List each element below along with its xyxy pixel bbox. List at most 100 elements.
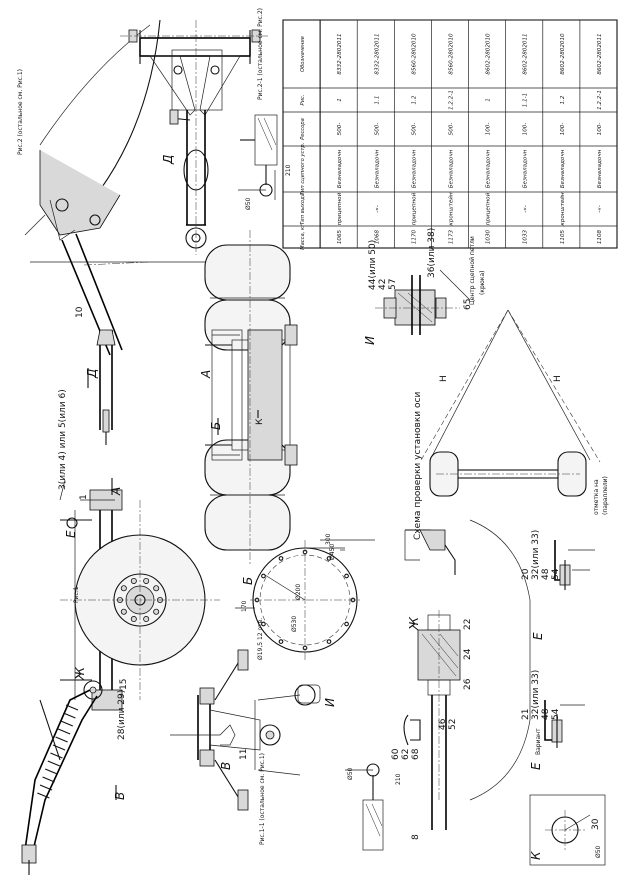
table-header-cell: Тип выхода [300, 193, 306, 225]
callout-22: 22 [463, 619, 473, 630]
table-cell: прицепной [486, 192, 492, 225]
label-zh2: Ж [407, 616, 421, 631]
view-d-frame [120, 20, 282, 263]
callout-11: 11 [239, 749, 249, 760]
table-cell: 1 [337, 98, 343, 102]
axle-mark: отметка на [593, 479, 600, 515]
lug-nuts [117, 577, 163, 623]
flange-hole [344, 621, 349, 627]
dim-450: Ø450 [329, 544, 336, 560]
table-cell: 1 [486, 98, 492, 102]
table-cell: 8602-2802011 [597, 33, 603, 74]
table-cell: Безналадочн [523, 149, 529, 188]
callout-30: 30 [591, 818, 601, 830]
callout-46: 46 [438, 718, 448, 730]
lug-nut [143, 616, 150, 623]
callout-21: 21 [521, 709, 531, 720]
table-cell: 1068 [374, 229, 380, 244]
table-header-cell: Масса, кг [300, 224, 306, 250]
label-e1: Е [64, 530, 78, 538]
callout-8: 8 [411, 834, 421, 840]
spring-turn [60, 720, 74, 727]
spring-turn [47, 760, 61, 767]
label-d: Д [161, 155, 175, 165]
dim-200: Ø200 [295, 584, 302, 600]
flange-hole [278, 556, 284, 561]
lug-nut [120, 608, 127, 615]
table-cell: 1105 [560, 229, 566, 244]
table-cell: Безналадочн [486, 149, 492, 188]
callout-10: 10 [75, 306, 85, 318]
table-cell: 1.2.2-1 [449, 90, 455, 110]
view-zh-section [403, 519, 531, 830]
table-cell: 8560-2802010 [449, 33, 455, 75]
table-cell: Безналадочн [337, 149, 343, 188]
table-header-cell: Рессора [300, 118, 306, 140]
spring-turn [63, 712, 76, 719]
callout-48b: 48 [541, 708, 551, 720]
axle-center-caption2: (крюка) [479, 271, 486, 295]
axle-h-left: H [439, 375, 449, 382]
callout-26: 26 [463, 678, 473, 690]
leader-top [59, 479, 66, 501]
table-cell: прицепной [337, 192, 343, 225]
callout-52: 52 [448, 719, 458, 730]
caption-ris2: Рис.2 (остальное см. Рис.1) [17, 69, 24, 155]
dim-300: 300 [325, 533, 332, 545]
detail-e-circle [66, 517, 78, 529]
table-cell: 1173 [449, 229, 455, 244]
label-i: И [363, 336, 377, 345]
table-cell: 8602-2802011 [523, 33, 529, 74]
flange-hole [261, 573, 266, 579]
table-cell: -«- [523, 205, 529, 213]
spring-turn [65, 704, 79, 711]
view-k-plate [529, 794, 606, 866]
view-b6-arrow: Б [209, 422, 223, 430]
view-e-variant [544, 700, 585, 748]
dim-530: Ø530 [291, 616, 298, 632]
lug-nut [153, 585, 160, 592]
callout-32: 32(или 33) [531, 530, 541, 580]
detail-i-outline [297, 684, 321, 704]
callout-1: 1 [79, 494, 89, 500]
spring-turn [39, 784, 53, 791]
view-d-arrow: Д [85, 369, 99, 379]
table-cell: 500- [411, 123, 417, 136]
table-cell: 100- [560, 123, 566, 136]
spring-turn [57, 728, 71, 735]
callout-42: 42 [378, 279, 388, 290]
table-cell: -«- [374, 205, 380, 213]
ris2-assembly [24, 19, 161, 445]
table-grid [283, 19, 617, 248]
table-cell: 100- [523, 123, 529, 136]
callout-44: 44(или 50) [368, 240, 378, 290]
dim-210: 210 [285, 164, 292, 176]
lug-nut [130, 616, 137, 623]
table-cell: прицепной [411, 192, 417, 225]
callout-32b: 32(или 33) [531, 670, 541, 720]
label-zh: Ж [73, 666, 87, 681]
callout-20: 20 [521, 568, 531, 580]
table-header-cell: Обозначение [300, 36, 306, 72]
ris1-1-detail [345, 763, 384, 851]
spring-turn [42, 776, 55, 783]
table-cell: 1033 [523, 229, 529, 244]
table-cell: Безналадочн [597, 149, 603, 188]
coil-spring [37, 704, 79, 799]
table-cell: 8602-2802010 [486, 33, 492, 75]
spring-turn [55, 736, 68, 743]
spring-turn [52, 744, 66, 751]
axle-h-right: H [553, 375, 563, 382]
lug-nut [143, 577, 150, 584]
table-cell: 500- [337, 123, 343, 136]
table-cell: 1.2 [560, 95, 566, 104]
callout-65: 65 [463, 299, 473, 310]
view-a-axle [204, 230, 298, 565]
caption-ris2-1: Рис.2-1 (остальное см. Рис.2) [257, 8, 264, 100]
table-cell: кронштейн [449, 192, 455, 225]
label-e3: Е [529, 762, 543, 770]
table-header-cell: Рис. [300, 94, 306, 105]
